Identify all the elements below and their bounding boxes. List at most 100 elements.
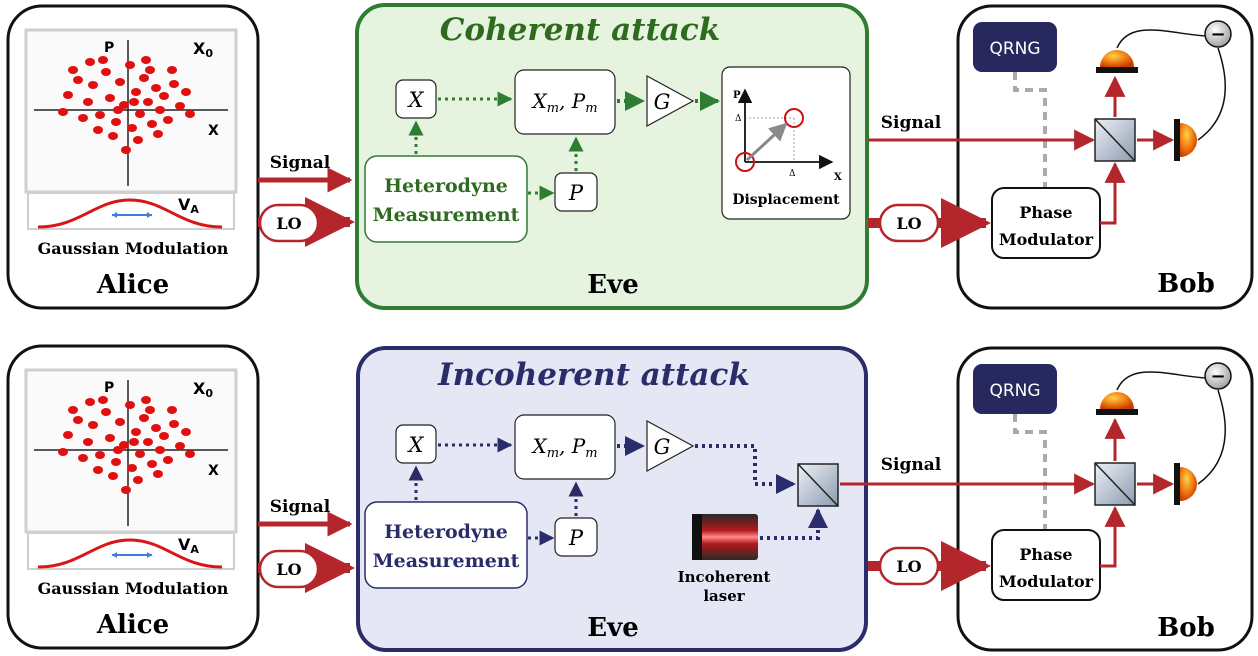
- inset-delta-x: Δ: [789, 169, 796, 179]
- constellation-point: [145, 406, 155, 414]
- alice-box: P X X0 VA Gaussian Modulation Alice: [6, 344, 260, 650]
- qrng-label: QRNG: [989, 39, 1040, 59]
- alice-axis-x-label: X: [208, 463, 219, 479]
- bob-lo-label: LO: [896, 557, 921, 576]
- constellation-point: [101, 68, 111, 76]
- constellation-point: [115, 418, 125, 426]
- constellation-point: [143, 98, 153, 106]
- constellation-point: [95, 111, 105, 119]
- alice-name: Alice: [96, 270, 169, 300]
- alice-axis-p-label: P: [104, 380, 114, 396]
- constellation-point: [68, 406, 78, 414]
- constellation-point: [159, 92, 169, 100]
- constellation-point: [85, 398, 95, 406]
- bob-box: Bob QRNG Phase Modulator Signal LO: [868, 4, 1254, 310]
- xm-pm-label: Xm, Pm: [530, 89, 597, 116]
- constellation-point: [169, 80, 179, 88]
- constellation-point: [185, 450, 195, 458]
- constellation-point: [181, 88, 191, 96]
- constellation-point: [153, 130, 163, 138]
- constellation-point: [143, 438, 153, 446]
- eve-name: Eve: [587, 613, 638, 643]
- lo-pill: [258, 549, 320, 589]
- x-quadrature-label: X: [407, 433, 425, 457]
- p-quadrature-box: [554, 172, 598, 212]
- gain-amplifier: [646, 74, 695, 128]
- laser-line2: laser: [703, 587, 745, 605]
- constellation-point: [88, 81, 98, 89]
- constellation-point: [78, 454, 88, 462]
- constellation-point: [155, 106, 165, 114]
- constellation-point: [135, 110, 145, 118]
- constellation-point: [127, 124, 137, 132]
- constellation-point: [113, 106, 123, 114]
- constellation-point: [129, 438, 139, 446]
- gain-amplifier: [646, 419, 695, 473]
- constellation-point: [58, 448, 68, 456]
- constellation-point: [98, 396, 108, 404]
- heterodyne-line2: Measurement: [373, 550, 520, 572]
- constellation-point: [121, 486, 131, 494]
- p-quadrature-label: P: [568, 181, 584, 205]
- constellation-point: [125, 61, 135, 69]
- constellation-point: [185, 110, 195, 118]
- constellation-point: [98, 56, 108, 64]
- alice-name: Alice: [96, 610, 169, 640]
- constellation-point: [129, 98, 139, 106]
- constellation-point: [68, 66, 78, 74]
- constellation-point: [93, 466, 103, 474]
- constellation-point: [85, 58, 95, 66]
- constellation-point: [135, 450, 145, 458]
- heterodyne-line1: Heterodyne: [384, 521, 508, 543]
- heterodyne-box: [364, 501, 528, 589]
- constellation-point: [73, 76, 83, 84]
- wire-right: [1197, 389, 1226, 485]
- pm-line2: Modulator: [999, 572, 1094, 591]
- bob-name: Bob: [1157, 269, 1215, 299]
- pm-to-bs-line: [1100, 505, 1126, 568]
- pm-line1: Phase: [1019, 545, 1072, 564]
- pm-line1: Phase: [1019, 203, 1072, 222]
- constellation-point: [105, 434, 115, 442]
- constellation-point: [131, 88, 141, 96]
- qrng-box: [973, 22, 1057, 72]
- gaussian-curve: [37, 538, 223, 569]
- constellation-point: [101, 408, 111, 416]
- constellation-point: [167, 66, 177, 74]
- bob-signal-label: Signal: [881, 113, 942, 133]
- laser-line1: Incoherent: [678, 568, 771, 586]
- constellation-point: [105, 94, 115, 102]
- displacement-label: Displacement: [732, 192, 840, 208]
- alice-x0-label: X0: [193, 39, 213, 60]
- bob-lo-label: LO: [896, 214, 921, 233]
- constellation-point: [78, 114, 88, 122]
- constellation-point: [83, 438, 93, 446]
- qrng-label: QRNG: [989, 381, 1040, 401]
- pm-line2: Modulator: [999, 230, 1094, 249]
- constellation-point: [95, 451, 105, 459]
- alice-axis-x-label: X: [208, 123, 219, 139]
- constellation-point: [108, 472, 118, 480]
- bob-lo-pill: [878, 546, 940, 586]
- constellation-point: [119, 441, 129, 449]
- gaussian-curve: [37, 198, 223, 229]
- constellation-point: [58, 108, 68, 116]
- detector-top-icon: [1096, 50, 1138, 73]
- detector-top-icon: [1096, 392, 1138, 415]
- constellation-point: [175, 442, 185, 450]
- constellation-point: [139, 414, 149, 422]
- constellation-point: [175, 102, 185, 110]
- constellation-point: [93, 126, 103, 134]
- constellation-point: [115, 78, 125, 86]
- constellation-point: [167, 406, 177, 414]
- constellation-point: [147, 120, 157, 128]
- constellation-point: [147, 460, 157, 468]
- constellation-point: [141, 56, 151, 64]
- svg-text:−: −: [1210, 24, 1225, 45]
- incoherent-laser-icon: [692, 514, 758, 560]
- constellation-point: [155, 446, 165, 454]
- signal-label: Signal: [270, 497, 331, 517]
- constellation-point: [73, 416, 83, 424]
- constellation-point: [139, 74, 149, 82]
